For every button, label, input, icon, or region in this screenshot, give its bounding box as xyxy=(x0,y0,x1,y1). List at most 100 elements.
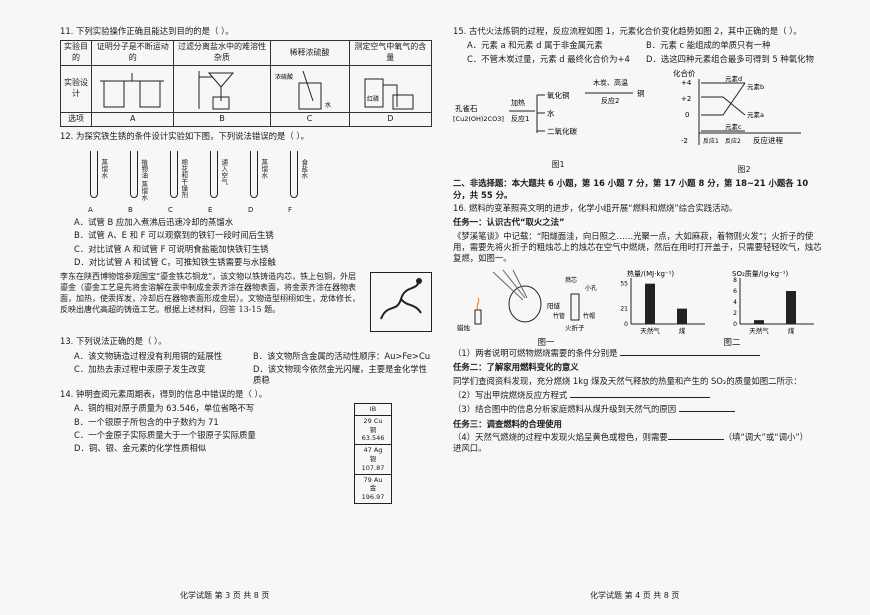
svg-text:反应进程: 反应进程 xyxy=(753,135,783,145)
goal-d: 测定空气中氧气的含量 xyxy=(348,40,433,66)
option-c[interactable]: C xyxy=(269,111,350,127)
q16-part4: （4）天然气燃烧的过程中发现火焰呈黄色或橙色，则需要（填“调大”或“调小”）进风… xyxy=(453,431,809,454)
goal-b: 过滤分离盐水中的难溶性杂质 xyxy=(173,40,271,66)
so2-tick-1: 6 xyxy=(733,288,737,295)
q14-option-b[interactable]: B．一个银原子所包含的中子数约为 71 xyxy=(74,416,219,427)
q13-option-b[interactable]: B．该文物所含金属的活动性顺序：Au>Fe>Cu xyxy=(253,350,431,361)
option-d[interactable]: D xyxy=(348,111,433,127)
task-two-text: 同学们查阅资料发现，充分燃烧 1kg 煤及天然气释放的热量和产生的 SO₂的质量… xyxy=(453,375,802,386)
oxygen-test-icon: 红磷 xyxy=(364,78,414,110)
svg-text:竹管: 竹管 xyxy=(553,312,565,320)
goal-a: 证明分子是不断运动的 xyxy=(90,40,175,66)
svg-text:木炭、高温: 木炭、高温 xyxy=(593,78,628,87)
valence-chart: 化合价 +4 +2 0 -2 元素d 元素b 元素a 元素c 反应1 xyxy=(673,68,801,146)
heat-bar-0 xyxy=(645,283,655,324)
row-label-design: 实验设计 xyxy=(60,64,92,113)
fig-one-caption: 图一 xyxy=(537,336,555,347)
so2-category-0: 天然气 xyxy=(749,326,769,335)
footer-page3: 化学试题 第 3 页 共 8 页 xyxy=(180,591,270,600)
q12-option-d[interactable]: D．对比试管 A 和试管 C，可推知铁生锈需要与水接触 xyxy=(74,257,276,268)
svg-text:竹帽: 竹帽 xyxy=(583,312,595,320)
q14-option-d[interactable]: D．铜、银、金元素的化学性质相似 xyxy=(74,443,207,454)
svg-text:阳燧: 阳燧 xyxy=(547,301,561,310)
q15-option-c[interactable]: C．不管木炭过量，元素 d 最终化合价为+4 xyxy=(467,53,630,64)
svg-text:反应2: 反应2 xyxy=(601,96,619,105)
heat-tick-1: 21 xyxy=(620,305,628,312)
svg-text:元素c: 元素c xyxy=(725,122,742,131)
dragon-icon xyxy=(380,278,422,320)
fig1-caption: 图1 xyxy=(551,160,565,170)
so2-bar-0 xyxy=(754,319,764,324)
apparatus-b xyxy=(173,64,271,113)
q14-option-a[interactable]: A．铜的相对原子质量为 63.546，单位省略不写 xyxy=(74,403,255,414)
q12-option-b[interactable]: B．试管 A、E 和 F 可以观察到的铁钉一段时间后生锈 xyxy=(74,230,274,241)
dilution-beaker-icon: 水 浓硫酸 xyxy=(275,70,331,110)
left-page: 11. 下列实验操作正确且能达到目的的是（ ）。 实验目的 证明分子是不断运动的… xyxy=(60,26,433,504)
q13-option-d[interactable]: D．该文物现今依然金光闪耀，主要是金化学性质稳 xyxy=(253,364,427,386)
section-two-heading: 二、非选择题：本大题共 6 小题，第 16 小题 7 分，第 17 小题 8 分… xyxy=(453,178,809,200)
q16-figures: 蜡烛 阳燧 火折子 燃芯 小孔 竹管 竹帽 热量/(MJ·kg⁻¹) 55 21 0… xyxy=(453,268,825,338)
footer-page4: 化学试题 第 4 页 共 8 页 xyxy=(590,591,680,600)
q14-stem: 14. 钟明查阅元素周期表，得到的信息中错误的是（ ）。 xyxy=(60,388,268,399)
heat-tick-0: 55 xyxy=(620,280,628,287)
svg-text:火折子: 火折子 xyxy=(565,323,585,332)
candle-icon xyxy=(474,309,482,325)
fig-two-caption: 图二 xyxy=(723,336,741,347)
q15-option-b[interactable]: B．元素 c 能组成的单质只有一种 xyxy=(646,40,771,51)
so2-tick-0: 8 xyxy=(733,277,737,284)
q13-option-a[interactable]: A．该文物铸造过程没有利用铜的延展性 xyxy=(74,350,223,361)
svg-text:氧化铜: 氧化铜 xyxy=(547,90,570,100)
so2-category-1: 煤 xyxy=(788,326,795,335)
option-b[interactable]: B xyxy=(173,111,271,127)
option-a[interactable]: A xyxy=(90,111,175,127)
answer-blank-2[interactable] xyxy=(569,396,710,398)
answer-blank-3[interactable] xyxy=(678,411,735,413)
svg-text:元素b: 元素b xyxy=(747,82,764,91)
fire-stick-icon xyxy=(570,293,580,321)
q12-stem: 12. 为探究铁生锈的条件设计实验如下图，下列说法错误的是（ ）。 xyxy=(60,130,309,141)
fire-making-diagram: 蜡烛 阳燧 火折子 燃芯 小孔 竹管 竹帽 xyxy=(457,269,597,332)
q15-figures: 孔雀石 [Cu2(OH)2CO3] 加热 反应1 氧化铜 水 二氧化碳 木炭、高… xyxy=(453,67,825,176)
svg-text:小孔: 小孔 xyxy=(585,284,597,292)
q16-part3: （3）结合图中的信息分析家庭燃料从煤升级到天然气的原因 xyxy=(453,404,825,415)
so2-bar-1 xyxy=(786,290,796,324)
so2-bar-chart: SO₂质量/(g·kg⁻¹) 86420天然气煤 xyxy=(732,269,814,335)
so2-tick-2: 4 xyxy=(733,299,737,306)
q13-option-c[interactable]: C．加热去汞过程中汞原子发生改变 xyxy=(74,364,206,375)
svg-text:铜: 铜 xyxy=(637,88,645,98)
label-acid: 浓硫酸 xyxy=(275,73,293,81)
goal-c: 稀释浓硫酸 xyxy=(269,40,350,66)
beaker-setup-icon xyxy=(99,72,164,108)
q11-stem: 11. 下列实验操作正确且能达到目的的是（ ）。 xyxy=(60,26,234,36)
q14-option-c[interactable]: C．一个金原子实际质量大于一个银原子实际质量 xyxy=(74,429,256,440)
heat-chart-title: 热量/(MJ·kg⁻¹) xyxy=(627,269,674,278)
so2-tick-3: 2 xyxy=(733,310,737,317)
q15-option-a[interactable]: A．元素 a 和元素 d 属于非金属元素 xyxy=(467,40,603,51)
reading-passage: 李东在陕西博物馆参观国宝“鎏金铁芯铜龙”，该文物以铁铸造内芯，铁上包铜，外层鎏金… xyxy=(60,272,432,333)
row-label-goal: 实验目的 xyxy=(60,40,92,66)
svg-text:燃芯: 燃芯 xyxy=(565,276,577,284)
reaction-flow-diagram: 孔雀石 [Cu2(OH)2CO3] 加热 反应1 氧化铜 水 二氧化碳 木炭、高… xyxy=(453,78,645,136)
svg-text:-2: -2 xyxy=(681,137,688,145)
apparatus-a xyxy=(90,64,175,113)
apparatus-c: 水 浓硫酸 xyxy=(269,64,350,113)
row-label-option: 选项 xyxy=(60,111,92,127)
svg-text:蜡烛: 蜡烛 xyxy=(457,323,471,332)
svg-text:反应1: 反应1 xyxy=(703,137,719,145)
answer-blank-4[interactable] xyxy=(667,438,724,440)
answer-blank-1[interactable] xyxy=(620,354,761,356)
so2-tick-4: 0 xyxy=(733,321,737,328)
q12-option-a[interactable]: A．试管 B 应加入煮沸后迅速冷却的蒸馏水 xyxy=(74,217,234,228)
q13-stem: 13. 下列说法正确的是（ ）。 xyxy=(60,336,167,347)
q12-option-c[interactable]: C．对比试管 A 和试管 F 可说明食盐能加快铁钉生锈 xyxy=(74,243,269,254)
q15-option-d[interactable]: D．选这四种元素组合最多可得到 5 种氧化物 xyxy=(646,53,814,64)
svg-text:反应1: 反应1 xyxy=(511,114,529,123)
svg-text:+2: +2 xyxy=(681,95,691,103)
